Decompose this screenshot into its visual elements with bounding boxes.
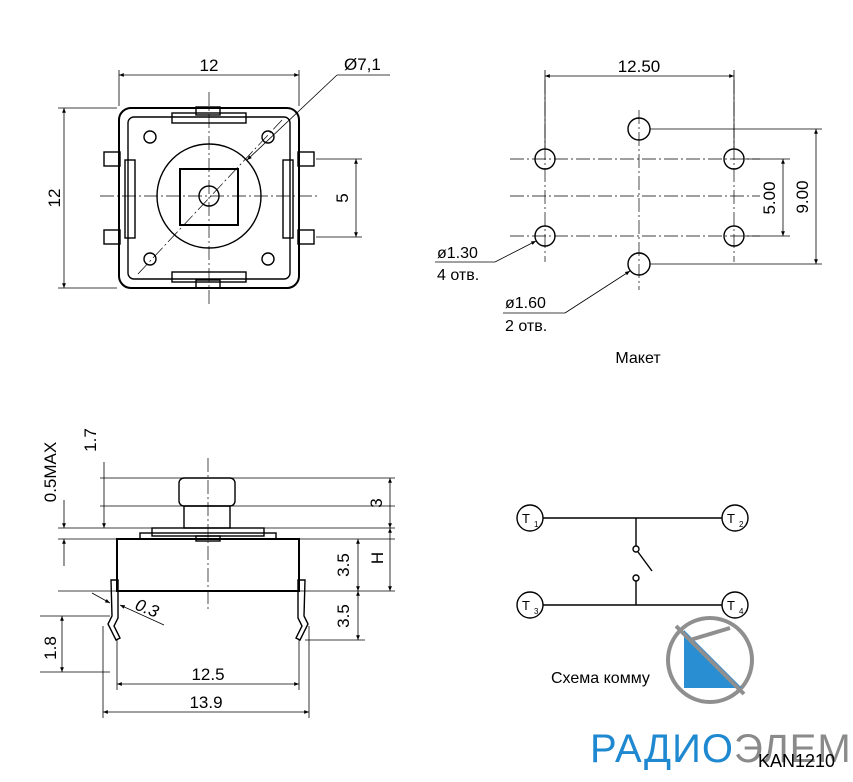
diameter-label: Ø7,1	[344, 55, 381, 74]
corner-hole	[143, 130, 157, 144]
layout-width-label: 12.50	[618, 57, 661, 76]
svg-text:2: 2	[739, 520, 744, 529]
brand-logo: РАДИОЭЛЕМЕНТ	[590, 727, 853, 771]
lead-dim-label: 1.8	[41, 636, 60, 660]
corner-hole	[143, 252, 157, 266]
model-number: KAN1210	[758, 751, 835, 771]
svg-text:3: 3	[534, 607, 539, 616]
layout-view: 12.50 5.00 9.00 ø1.30 4 отв. ø1.60 2 отв…	[435, 57, 822, 367]
top-view: 12 12 Ø7,1 5	[45, 55, 390, 306]
top-clamp-tab	[195, 106, 221, 116]
right-lead	[295, 579, 309, 641]
hole-small-count: 4 отв.	[437, 267, 479, 284]
hole-large-diameter: ø1.60	[505, 295, 546, 312]
top-height-label: 12	[45, 189, 64, 208]
body-dim-label: 3.5	[334, 553, 353, 577]
pin-left-top	[103, 151, 121, 167]
pin-dim-label: 3.5	[334, 604, 353, 628]
total-width-label: 13.9	[189, 693, 222, 712]
top-width-label: 12	[200, 56, 219, 75]
actuator-cap	[178, 477, 236, 507]
corner-hole	[261, 130, 275, 144]
right-rail	[282, 159, 294, 239]
terminal-t4: T 4	[721, 591, 749, 619]
hole-small-diameter: ø1.30	[437, 245, 478, 262]
gap-label: 0.5MAX	[41, 442, 60, 502]
brand-text: РАДИОЭЛЕМЕНТ	[590, 727, 853, 771]
left-rail	[124, 159, 136, 239]
bottom-clamp-tab	[195, 279, 221, 289]
terminal-t1: T 1	[516, 504, 544, 532]
pcb-hole-small	[723, 148, 745, 170]
svg-text:1: 1	[534, 520, 539, 529]
watermark-logo-icon	[666, 616, 754, 704]
pitch-small-label: 5.00	[760, 181, 779, 214]
left-lead	[107, 579, 121, 641]
pin-gap-label: 5	[333, 193, 352, 202]
pin-right-top	[297, 151, 315, 167]
svg-text:T: T	[727, 511, 735, 526]
side-view: 1.7 0.5MAX 3 3.5 H 3.5 0.3 1.8 12.5 13.	[40, 428, 395, 718]
svg-text:T: T	[522, 511, 530, 526]
svg-text:T: T	[727, 598, 735, 613]
svg-text:4: 4	[739, 607, 744, 616]
terminal-t3: T 3	[516, 591, 544, 619]
pin-right-bottom	[297, 229, 315, 245]
pcb-hole-small	[723, 225, 745, 247]
thickness-label: 0.3	[133, 595, 163, 622]
pitch-large-label: 9.00	[793, 180, 812, 213]
terminal-t2: T 2	[721, 504, 749, 532]
cap-height-label: 1.7	[81, 428, 100, 452]
h-label: H	[368, 552, 387, 564]
hole-large-count: 2 отв.	[505, 318, 547, 335]
actuator-dim-label: 3	[367, 498, 386, 507]
actuator-stem	[183, 505, 231, 529]
pcb-hole-small	[534, 148, 556, 170]
corner-hole	[261, 252, 275, 266]
pin-left-bottom	[103, 229, 121, 245]
pin-span-label: 12.5	[191, 665, 224, 684]
svg-text:T: T	[522, 598, 530, 613]
layout-caption: Макет	[615, 350, 661, 367]
schematic-caption: Схема комму	[551, 670, 650, 687]
switch-schematic: T 1 T 2 T 3 T 4 Схема комму	[516, 504, 749, 687]
pcb-hole-small	[534, 225, 556, 247]
